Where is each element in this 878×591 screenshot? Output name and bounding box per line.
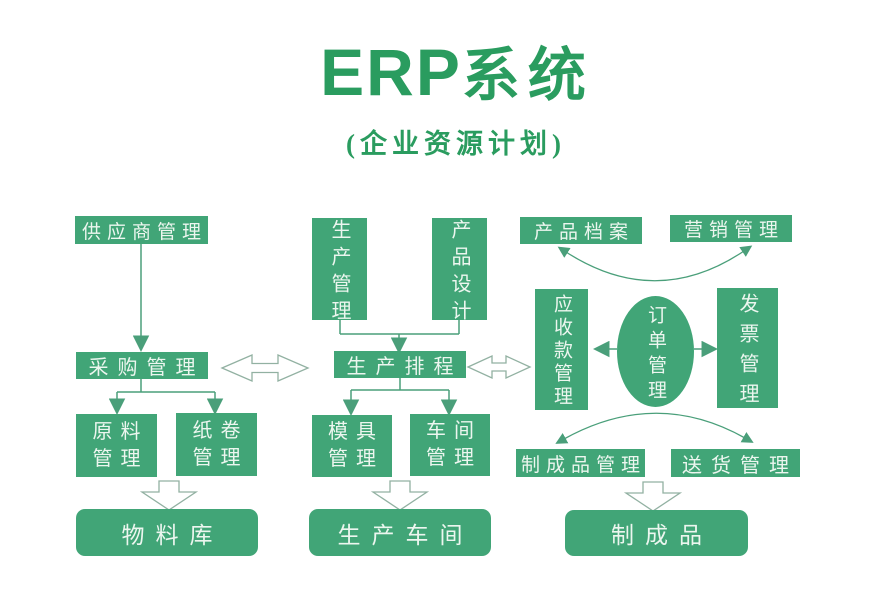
node-product-design: 产品设计 — [432, 218, 487, 327]
node-label: 应收款管理 — [551, 294, 572, 409]
connector-schedule-split — [351, 378, 449, 391]
node-workshop-management: 车间 管理 — [410, 414, 490, 476]
node-invoice-management: 发票管理 — [717, 288, 778, 413]
node-label: 生产管理 — [328, 218, 350, 327]
node-label: 物料库 — [121, 522, 224, 548]
node-production-management: 生产管理 — [312, 218, 367, 327]
node-label: 采购管理 — [88, 357, 205, 379]
node-label-line: 原料 — [92, 420, 149, 443]
block-arrow-to-production-floor — [370, 480, 430, 511]
title-system: 系统 — [461, 43, 594, 108]
node-label: 发票管理 — [736, 293, 758, 413]
node-label-line: 纸卷 — [192, 419, 249, 442]
node-delivery-management: 送货管理 — [671, 449, 800, 477]
node-label-line: 管理 — [192, 446, 249, 469]
node-production-schedule: 生产排程 — [334, 351, 466, 378]
node-label-line: 车间 — [426, 420, 482, 442]
node-receivables-management: 应收款管理 — [535, 289, 588, 410]
node-label: 供应商管理 — [81, 221, 207, 243]
connector-production-design-merge — [339, 320, 460, 335]
double-arrow-purchase-schedule — [220, 354, 310, 382]
node-label: 制成品管理 — [520, 454, 646, 476]
node-label: 产品档案 — [533, 222, 634, 243]
node-label-line: 模具 — [328, 421, 384, 443]
block-arrow-to-finished-goods — [623, 481, 683, 512]
block-arrow-to-material-store — [139, 480, 199, 511]
node-label: 送货管理 — [682, 454, 798, 477]
double-arrow-schedule-receivable — [466, 354, 532, 380]
page-subtitle: (企业资源计划) — [346, 129, 566, 159]
arrow-order-to-finished-delivery — [555, 412, 754, 444]
node-label-line: 管理 — [328, 448, 384, 470]
node-raw-material-management: 原料 管理 — [76, 414, 157, 477]
node-paper-roll-management: 纸卷 管理 — [176, 413, 257, 476]
node-production-workshop: 生产车间 — [309, 509, 491, 556]
page-title: ERP系统 — [320, 28, 594, 112]
node-label: 制成品 — [611, 523, 713, 548]
node-marketing-management: 营销管理 — [670, 215, 792, 242]
node-label-line: 管理 — [426, 447, 482, 469]
node-order-management: 订单管理 — [617, 296, 694, 407]
node-finished-product-management: 制成品管理 — [516, 449, 645, 477]
node-product-archive: 产品档案 — [520, 217, 642, 244]
node-purchase-management: 采购管理 — [76, 352, 208, 379]
node-material-warehouse: 物料库 — [76, 509, 258, 556]
arrow-order-to-archive-marketing — [557, 245, 753, 282]
node-mold-management: 模具 管理 — [312, 415, 392, 477]
node-label: 生产排程 — [346, 356, 463, 378]
node-supplier-management: 供应商管理 — [75, 216, 208, 244]
node-label: 订单管理 — [645, 304, 666, 405]
connector-purchase-split — [117, 379, 215, 393]
title-erp: ERP — [320, 35, 462, 109]
node-label-line: 管理 — [92, 447, 149, 470]
node-finished-goods: 制成品 — [565, 510, 748, 556]
node-label: 生产车间 — [337, 522, 474, 548]
node-label: 营销管理 — [683, 220, 784, 241]
node-label: 产品设计 — [448, 218, 470, 327]
